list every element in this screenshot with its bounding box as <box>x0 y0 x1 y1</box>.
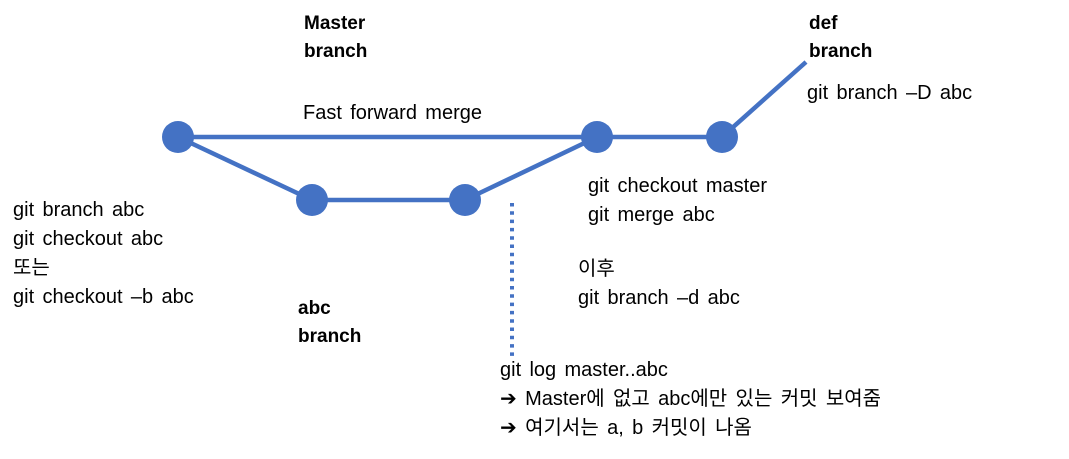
master-commit-1-node <box>162 121 194 153</box>
merge-in-line <box>464 134 598 203</box>
master-branch-label: Master branch <box>304 13 368 62</box>
branch-out-line <box>177 134 313 203</box>
def-branch-label: def branch <box>809 13 873 62</box>
master-merge-commit-node <box>581 121 613 153</box>
abc-commit-b-node <box>449 184 481 216</box>
abc-branch-label: abc branch <box>298 298 362 347</box>
def-branch-line <box>720 60 808 139</box>
merge-commands: git checkout master git merge abc <box>588 175 768 226</box>
git-log-note: git log master..abc ➔ Master에 없고 abc에만 있… <box>500 359 882 439</box>
fast-forward-merge-label: Fast forward merge <box>303 102 482 124</box>
after-delete-commands: 이후 git branch –d abc <box>578 258 740 309</box>
create-checkout-commands: git branch abc git checkout abc 또는 git c… <box>13 199 194 308</box>
branch-delete-upper-command: git branch –D abc <box>807 82 973 104</box>
abc-commit-a-node <box>296 184 328 216</box>
master-commit-3-node <box>706 121 738 153</box>
